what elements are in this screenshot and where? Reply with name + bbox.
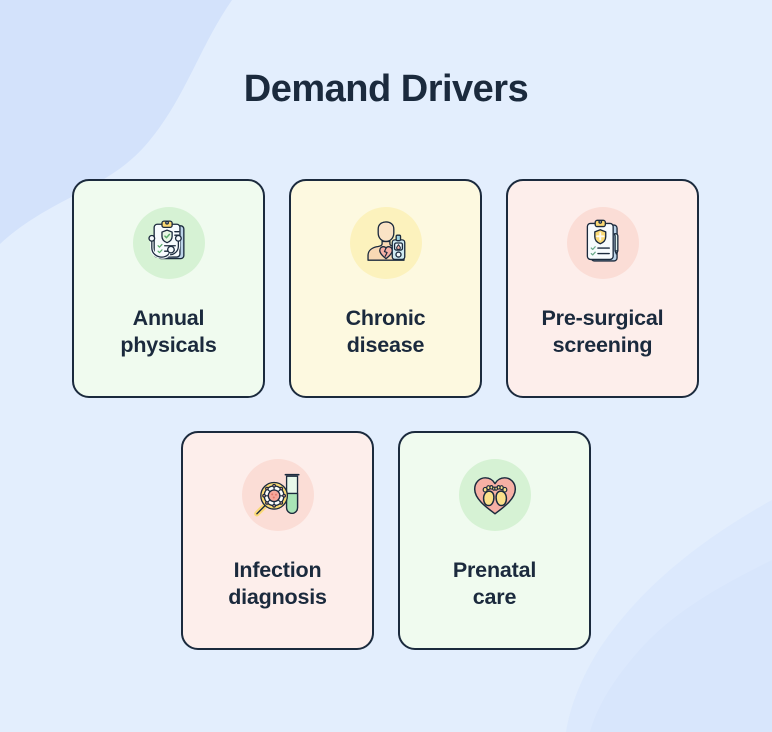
icon-container [241,459,314,531]
card-row-top: Annual physicals [72,179,699,398]
clipboard-shield-cross-icon [586,219,619,262]
clipboard-stethoscope-icon [147,220,185,260]
card-label: Annual physicals [120,306,217,358]
card-label: Pre-surgical screening [541,306,664,358]
card-row-bottom: Infection diagnosis [181,431,591,650]
magnifier-virus-testtube-icon [253,473,300,517]
card-prenatal-care[interactable]: Prenatal care [398,431,591,650]
card-label: Chronic disease [345,306,426,358]
card-chronic-disease[interactable]: Chronic disease [289,179,482,398]
heart-baby-feet-icon [473,477,516,515]
card-label: Prenatal care [452,558,537,610]
icon-container [566,207,639,279]
icon-container [132,207,205,279]
icon-container [458,459,531,531]
card-infection-diagnosis[interactable]: Infection diagnosis [181,431,374,650]
card-annual-physicals[interactable]: Annual physicals [72,179,265,398]
icon-container [349,207,422,279]
patient-glucose-meter-icon [366,221,405,261]
card-label: Infection diagnosis [228,558,327,610]
card-pre-surgical-screening[interactable]: Pre-surgical screening [506,179,699,398]
page-title: Demand Drivers [243,68,529,110]
